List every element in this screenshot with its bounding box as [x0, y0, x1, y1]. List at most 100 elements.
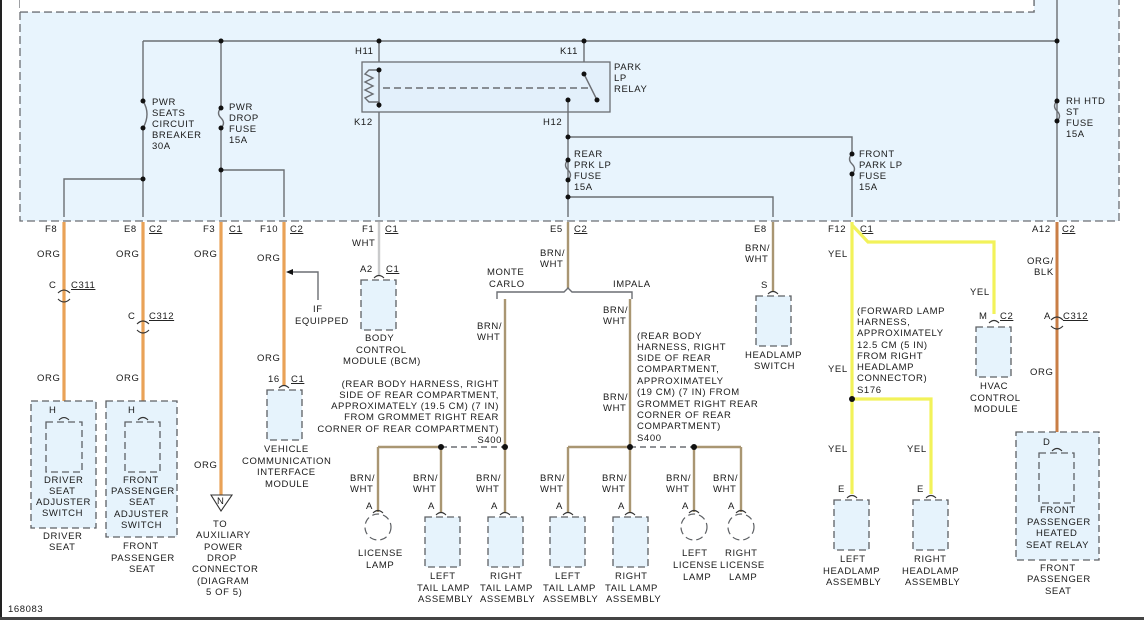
diagram-label: H11 — [355, 46, 374, 57]
diagram-label: H — [49, 405, 56, 416]
diagram-label: BRN/ — [413, 473, 438, 484]
diagram-label: C2 — [1062, 224, 1075, 235]
diagram-label: PASSENGER — [111, 553, 175, 564]
splice-dots — [438, 396, 855, 450]
fuse-labels: PWR SEATS CIRCUIT BREAKER 30A PWR DROP F… — [152, 46, 1105, 193]
bcm-component: A2 C1 BODY CONTROL MODULE (BCM) — [343, 264, 420, 367]
diagram-label: SEAT — [1045, 586, 1072, 597]
diagram-label: S400 — [477, 435, 502, 446]
diagram-label: SEAT — [49, 486, 76, 497]
diagram-label: C2 — [1000, 311, 1013, 322]
diagram-label: 15A — [1066, 129, 1085, 140]
diagram-label: BRN/ — [666, 473, 691, 484]
diagram-label: HVAC — [980, 381, 1008, 392]
diagram-label: APPROXIMATELY — [857, 328, 944, 339]
diagram-label: PASSENGER — [1027, 517, 1091, 528]
vcim-component: 16 C1 VEHICLE COMMUNICATION INTERFACE MO… — [242, 374, 331, 490]
diagram-label: WHT — [477, 332, 500, 343]
diagram-label: K12 — [354, 117, 373, 128]
diagram-label: ASSEMBLY — [826, 577, 881, 588]
diagram-label: HARNESS, RIGHT — [637, 342, 726, 353]
diagram-label: 5 OF 5) — [206, 587, 242, 598]
hvac-module: M C2 HVAC CONTROL MODULE — [970, 311, 1020, 415]
left-tail-lamp-1: A LEFT TAIL LAMP ASSEMBLY — [417, 501, 473, 605]
diagram-label: A — [1044, 311, 1051, 322]
diagram-label: A — [491, 501, 498, 512]
diagram-label: C1 — [860, 224, 873, 235]
diagram-label: ORG — [1030, 367, 1053, 378]
diagram-label: K11 — [560, 46, 578, 57]
diagram-label: BRN/ — [540, 248, 565, 259]
diagram-label: FRONT — [1040, 505, 1076, 516]
diagram-label: C — [128, 311, 135, 322]
diagram-label: ORG — [116, 249, 139, 260]
aux-power-connector: N TO AUXILIARY POWER DROP CONNECTOR (DIA… — [192, 494, 258, 598]
diagram-label: H12 — [543, 117, 562, 128]
diagram-label: FRONT — [1040, 563, 1076, 574]
diagram-label: PASSENGER — [111, 486, 175, 497]
diagram-label: C2 — [290, 224, 303, 235]
diagram-label: HARNESS, — [857, 317, 910, 328]
diagram-label: HEADLAMP — [823, 566, 880, 577]
diagram-label: SEAT — [129, 497, 156, 508]
passenger-seat-component: H FRONT PASSENGER SEAT ADJUSTER SWITCH F… — [105, 400, 178, 575]
diagram-label: LAMP — [683, 572, 711, 583]
diagram-label: ADJUSTER — [36, 497, 91, 508]
diagram-label: F10 — [260, 224, 278, 235]
diagram-label: YEL — [970, 287, 990, 298]
diagram-label: WHT — [603, 316, 626, 327]
diagram-label: TAIL LAMP — [480, 583, 533, 594]
diagram-label: SWITCH — [42, 508, 83, 519]
diagram-label: F1 — [362, 224, 374, 235]
diagram-label: AUXILIARY — [196, 530, 251, 541]
right-tail-lamp-2: A RIGHT TAIL LAMP ASSEMBLY — [605, 501, 661, 605]
diagram-label: RIGHT — [914, 554, 947, 565]
diagram-label: E — [917, 484, 924, 495]
diagram-label: POWER — [204, 542, 243, 553]
diagram-label: SWITCH — [754, 361, 795, 372]
diagram-label: ASSEMBLY — [905, 577, 960, 588]
diagram-label: COMMUNICATION — [242, 456, 331, 467]
diagram-label: BREAKER — [152, 130, 202, 141]
diagram-label: BRN/ — [350, 473, 375, 484]
diagram-label: YEL — [828, 444, 848, 455]
diagram-label: INTERFACE — [257, 467, 316, 478]
diagram-label: FRONT — [859, 149, 895, 160]
diagram-label: SEAT — [129, 564, 156, 575]
diagram-label: PWR — [229, 102, 253, 113]
diagram-label: C1 — [385, 224, 398, 235]
diagram-label: VEHICLE — [264, 444, 309, 455]
diagram-label: SEATS — [152, 108, 185, 119]
diagram-label: BRN/ — [602, 473, 627, 484]
diagram-label: PARK LP — [859, 160, 903, 171]
left-tail-lamp-2: A LEFT TAIL LAMP ASSEMBLY — [543, 501, 598, 605]
diagram-label: ORG — [194, 460, 217, 471]
right-tail-lamp-1: A RIGHT TAIL LAMP ASSEMBLY — [480, 501, 535, 605]
diagram-label: FUSE — [229, 124, 257, 135]
diagram-label: APPROXIMATELY (19.5 CM) (7 IN) — [331, 401, 499, 412]
diagram-label: E — [838, 484, 845, 495]
diagram-label: ORG — [37, 249, 60, 260]
diagram-label: 15A — [229, 135, 248, 146]
diagram-label: RIGHT — [725, 548, 758, 559]
diagram-label: SIDE OF REAR — [637, 353, 711, 364]
diagram-label: H — [128, 405, 135, 416]
diagram-label: LICENSE — [673, 560, 718, 571]
diagram-label: ADJUSTER — [114, 509, 169, 520]
diagram-label: TAIL LAMP — [417, 583, 470, 594]
diagram-label: WHT — [540, 484, 563, 495]
diagram-label: 15A — [859, 182, 878, 193]
diagram-label: WHT — [352, 238, 375, 249]
diagram-label: EQUIPPED — [295, 316, 349, 327]
diagram-label: 16 — [268, 374, 280, 385]
junction-dots — [140, 38, 1060, 200]
diagram-label: LAMP — [366, 560, 394, 571]
diagram-label: M — [979, 311, 988, 322]
diagram-label: C1 — [386, 264, 399, 275]
diagram-label: IMPALA — [613, 279, 651, 290]
headlamp-switch: S HEADLAMP SWITCH — [745, 280, 801, 372]
diagram-label: DROP — [207, 553, 237, 564]
diagram-label: A — [728, 501, 735, 512]
diagram-label: A2 — [360, 264, 373, 275]
